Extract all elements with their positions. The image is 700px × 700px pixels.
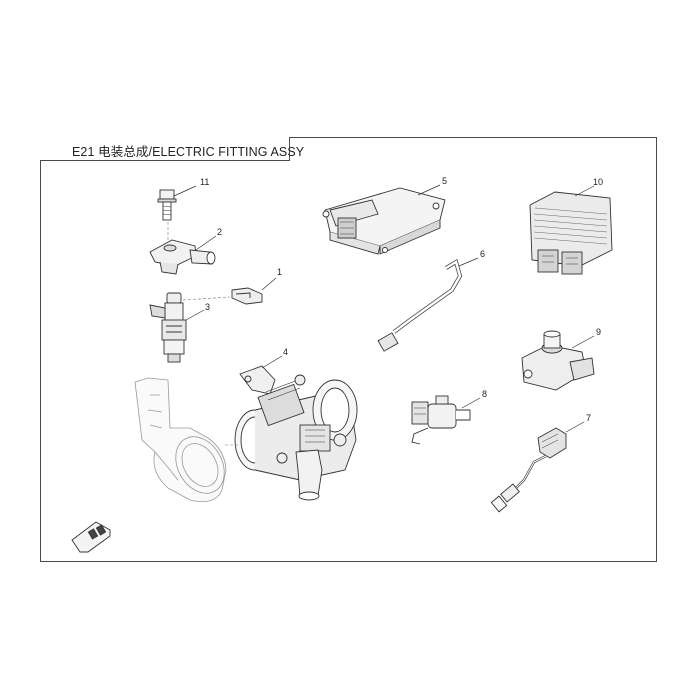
voltage-regulator-icon: [529, 191, 613, 275]
callout-9: 9: [596, 327, 602, 337]
direction-arrow-icon: [71, 521, 111, 553]
callout-11: 11: [200, 177, 210, 187]
callout-5: 5: [442, 176, 448, 186]
diagram-frame: [40, 137, 657, 562]
callout-10: 10: [593, 177, 604, 187]
page-title: E21 电装总成/ELECTRIC FITTING ASSY: [72, 145, 305, 159]
sensor-icon: [521, 330, 595, 391]
bolt-icon: [157, 189, 177, 221]
callout-2: 2: [217, 227, 223, 237]
intake-pipe-icon: [134, 377, 227, 503]
callout-7: 7: [586, 413, 592, 423]
ecu-icon: [322, 187, 446, 255]
callout-3: 3: [205, 302, 211, 312]
oxygen-sensor-icon: [490, 427, 567, 513]
injector-cap-icon: [149, 239, 216, 275]
callout-6: 6: [480, 249, 486, 259]
clip-icon: [231, 287, 263, 305]
fuel-injector-icon: [149, 292, 187, 363]
solenoid-valve-icon: [411, 395, 471, 445]
callout-4: 4: [283, 347, 289, 357]
throttle-body-icon: [234, 365, 358, 501]
title-box: E21 电装总成/ELECTRIC FITTING ASSY: [40, 137, 304, 161]
callout-8: 8: [482, 389, 488, 399]
spark-plug-wire-icon: [377, 258, 463, 352]
callout-1: 1: [277, 267, 283, 277]
